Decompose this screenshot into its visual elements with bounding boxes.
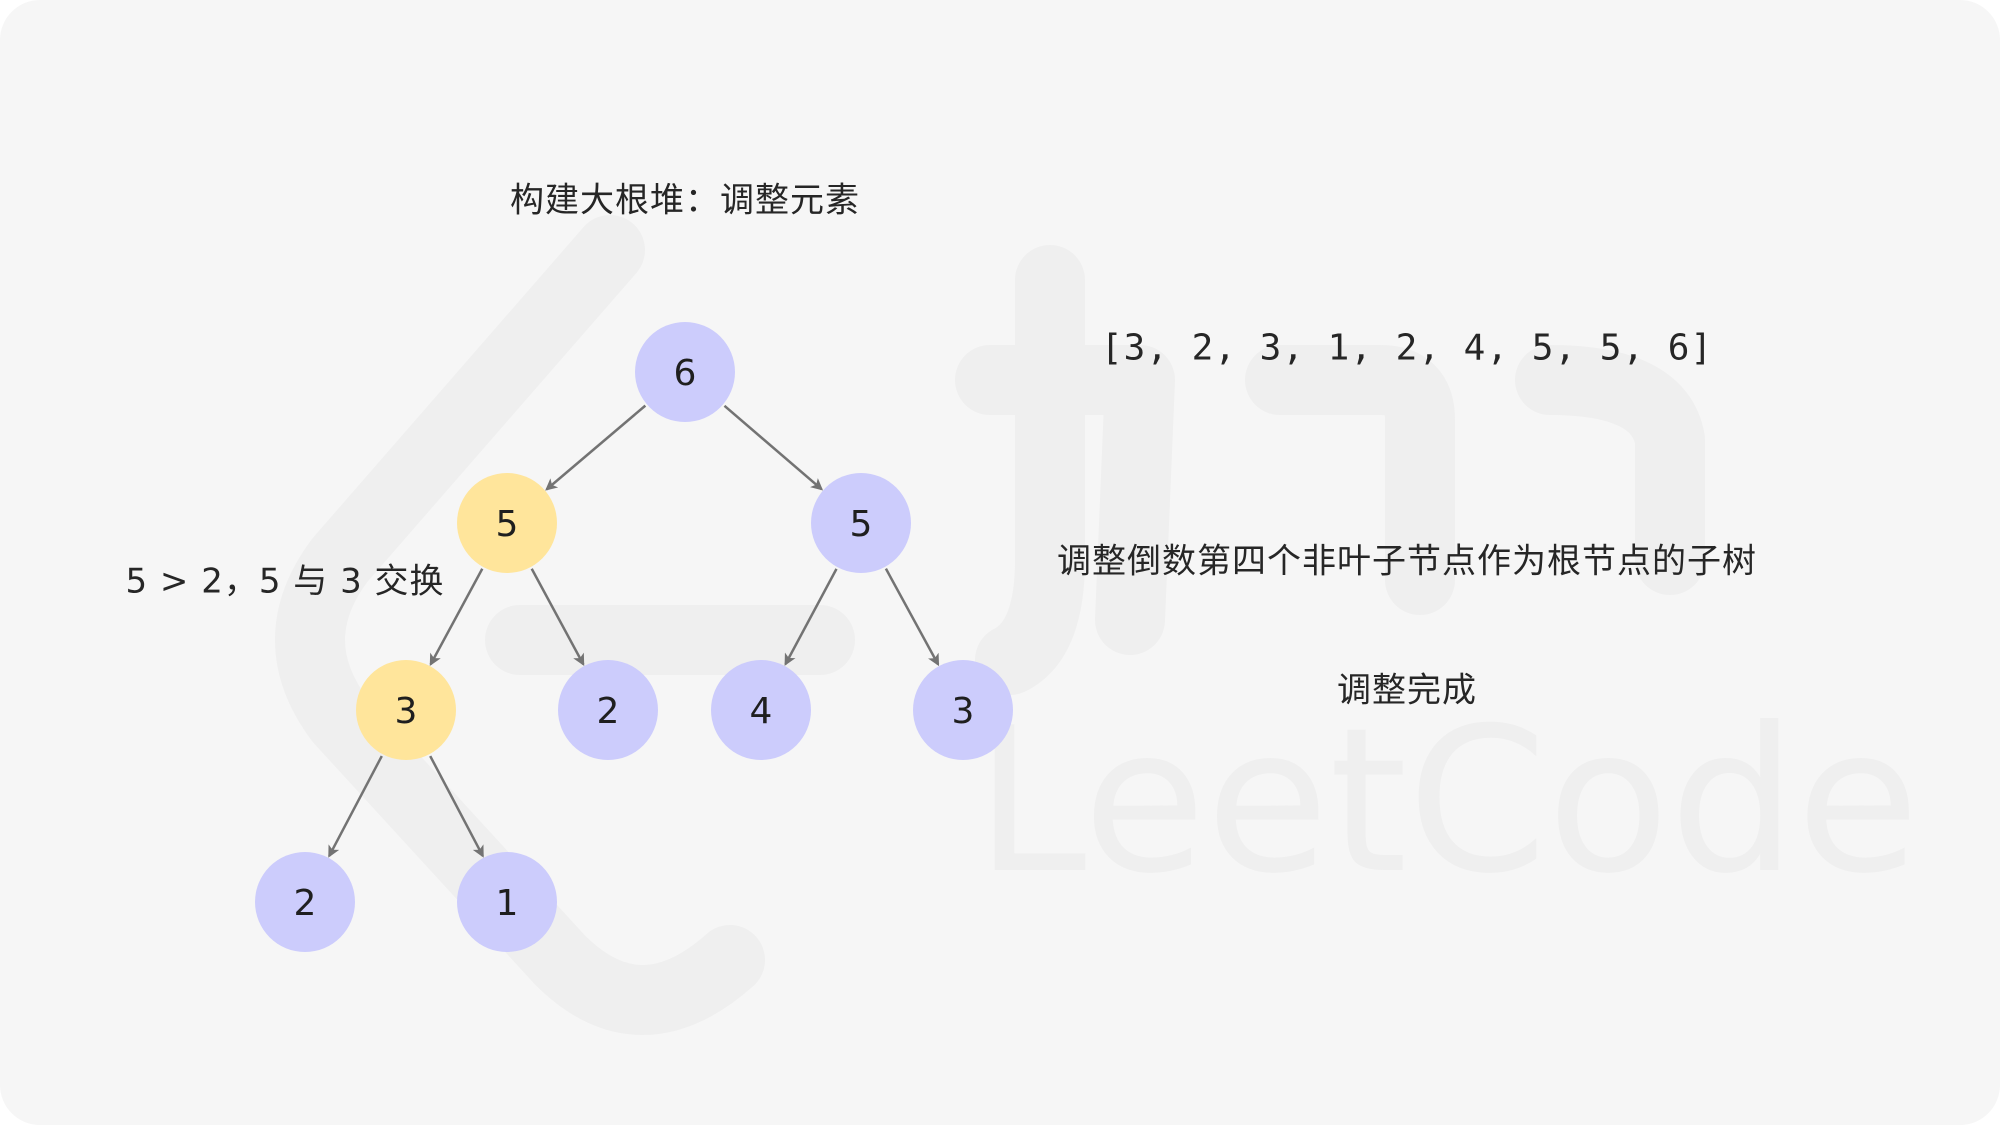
- node-value: 2: [294, 883, 317, 924]
- node-value: 5: [850, 504, 873, 545]
- tree-edge: [723, 404, 824, 491]
- tree-node: 3: [356, 660, 456, 760]
- tree-edge: [328, 755, 383, 858]
- node-value: 2: [597, 691, 620, 732]
- tree-edge: [429, 755, 484, 858]
- node-value: 6: [674, 353, 697, 394]
- node-value: 4: [750, 691, 773, 732]
- tree-node: 6: [635, 322, 735, 422]
- step-description: 调整倒数第四个非叶子节点作为根节点的子树: [1057, 541, 1757, 582]
- tree-edge: [429, 568, 484, 667]
- array-state: [3, 2, 3, 1, 2, 4, 5, 5, 6]: [1100, 327, 1714, 369]
- tree-edge: [884, 568, 940, 667]
- node-value: 3: [395, 691, 418, 732]
- svg-text:LeetCode: LeetCode: [975, 685, 1919, 918]
- node-value: 1: [496, 883, 519, 924]
- tree-node: 4: [711, 660, 811, 760]
- tree-edge: [530, 568, 585, 667]
- tree-node: 3: [913, 660, 1013, 760]
- tree-node: 2: [255, 852, 355, 952]
- tree-node: 5: [457, 473, 557, 573]
- step-status: 调整完成: [1337, 670, 1477, 711]
- node-value: 3: [952, 691, 975, 732]
- node-value: 5: [496, 504, 519, 545]
- diagram-title: 构建大根堆：调整元素: [510, 180, 860, 221]
- tree-edge: [784, 568, 838, 666]
- swap-note: 5 > 2，5 与 3 交换: [125, 561, 445, 602]
- tree-edge: [545, 404, 647, 491]
- tree-node: 1: [457, 852, 557, 952]
- tree-node: 5: [811, 473, 911, 573]
- tree-node: 2: [558, 660, 658, 760]
